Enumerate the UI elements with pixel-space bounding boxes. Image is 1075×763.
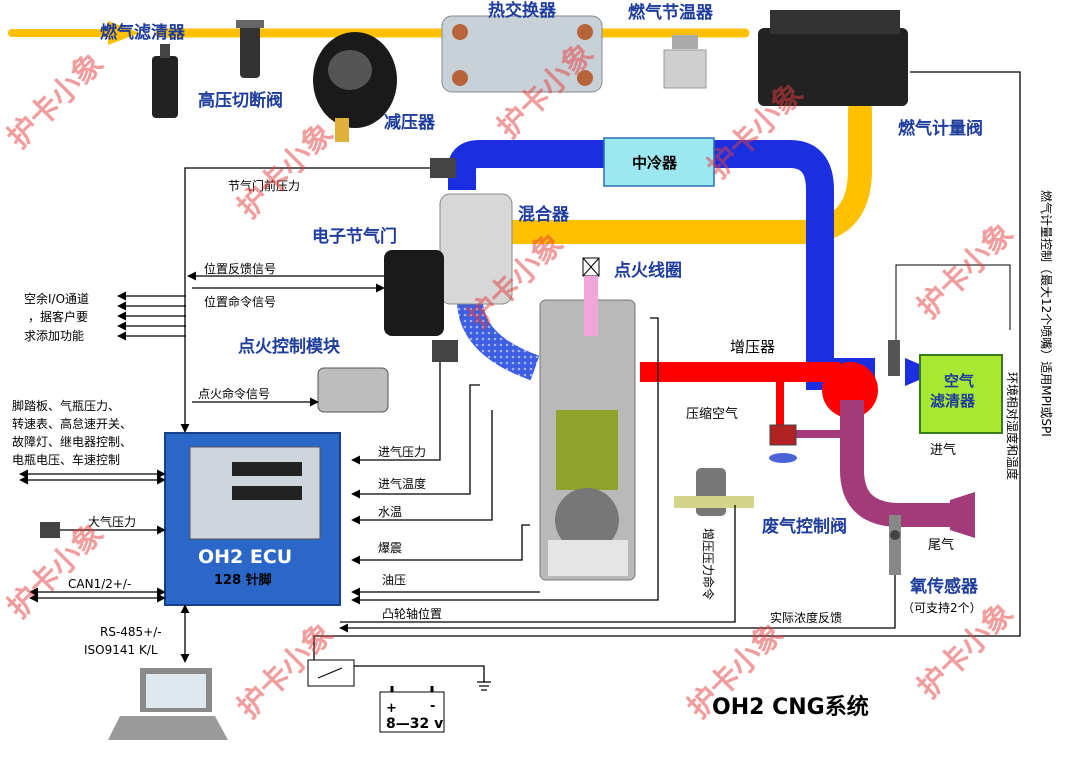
- label-fuel-filter: 燃气滤清器: [100, 22, 186, 43]
- footer-title: OH2 CNG系统: [712, 694, 869, 720]
- atm-pressure-sensor-icon: [40, 522, 60, 538]
- sig-iso9141: ISO9141 K/L: [84, 643, 158, 657]
- label-ecu-pins: 128 针脚: [214, 572, 272, 588]
- hp-cutoff-valve-icon: [236, 20, 264, 78]
- heat-exchanger-icon: [441, 15, 603, 93]
- label-air-filter-2: 滤清器: [930, 392, 976, 410]
- sig-inputs-4: 电瓶电压、车速控制: [12, 452, 120, 467]
- sig-pos-feedback: 位置反馈信号: [204, 261, 276, 276]
- sig-throttle-pre-pressure: 节气门前压力: [228, 178, 300, 193]
- sig-spare-io-1: 空余I/O通道: [24, 291, 89, 306]
- ignition-coil-icon: [582, 257, 600, 336]
- exhaust-outlet: [950, 492, 975, 538]
- sig-intake-temp: 进气温度: [378, 476, 426, 491]
- sig-boost-cmd: 增压压力命令: [701, 528, 716, 600]
- ignition-module-icon: [317, 367, 389, 413]
- watermark-text: 护卡小象: [231, 116, 341, 226]
- sig-can: CAN1/2+/-: [68, 577, 131, 591]
- sig-water-temp: 水温: [378, 505, 402, 519]
- label-pressure-reducer: 减压器: [384, 112, 436, 133]
- label-hp-cutoff: 高压切断阀: [198, 90, 283, 111]
- sig-fuel-meter-ctrl: 燃气计量控制（最大12个喷嘴）适用MPI或SPI: [1039, 190, 1054, 437]
- label-battery-voltage: 8—32 v: [386, 716, 443, 732]
- label-intercooler: 中冷器: [632, 154, 678, 172]
- intake-duct-dotted: [457, 299, 540, 381]
- label-battery-minus: -: [430, 699, 435, 714]
- label-wastegate: 废气控制阀: [762, 516, 847, 537]
- sig-cam-position: 凸轮轴位置: [382, 606, 442, 621]
- label-ignition-module: 点火控制模块: [238, 336, 341, 357]
- engine-cutaway-icon: [539, 299, 636, 581]
- pressure-sensor-icon: [430, 158, 458, 362]
- fuel-thermostat-icon: [663, 35, 707, 89]
- watermark-text: 护卡小象: [1, 46, 111, 156]
- fuel-inlet-arrow: [108, 21, 140, 45]
- o2-sensor-icon: [889, 515, 901, 575]
- exhaust-pipe: [840, 400, 968, 527]
- sig-pos-command: 位置命令信号: [204, 294, 276, 309]
- sig-atm-pressure: 大气压力: [88, 514, 136, 529]
- pressure-reducer-icon: [313, 32, 397, 142]
- relay-switch-icon: [307, 659, 355, 687]
- air-filter-box: [919, 354, 1003, 434]
- label-e-throttle: 电子节气门: [312, 226, 397, 247]
- label-intake: 进气: [930, 442, 956, 458]
- sig-ignition-cmd: 点火命令信号: [198, 386, 270, 401]
- label-o2-sensor: 氧传感器: [909, 576, 979, 597]
- laptop-icon: [108, 668, 228, 740]
- label-battery-plus: +: [386, 701, 397, 716]
- label-fuel-thermostat: 燃气节温器: [628, 2, 714, 23]
- label-heat-exchanger: 热交换器: [488, 0, 557, 21]
- label-ignition-coil: 点火线圈: [614, 260, 682, 281]
- throttle-body-icon: [384, 193, 513, 336]
- sig-inputs-3: 故障灯、继电器控制、: [12, 434, 132, 449]
- watermark-text: 护卡小象: [911, 216, 1021, 326]
- fuel-filter-icon: [152, 44, 178, 118]
- label-exhaust: 尾气: [928, 537, 954, 553]
- sig-inputs-2: 转速表、高怠速开关、: [12, 416, 132, 431]
- sig-actual-conc-feedback: 实际浓度反馈: [770, 610, 842, 625]
- boost-control-solenoid-icon: [674, 468, 754, 516]
- sig-rs485: RS-485+/-: [100, 625, 162, 639]
- wastegate-valve-icon: [769, 424, 797, 463]
- label-air-filter-1: 空气: [944, 372, 974, 390]
- label-o2-note: （可支持2个）: [902, 600, 982, 615]
- sig-env-humidity: 环境相对湿度和温度: [1005, 372, 1020, 480]
- battery-icon: [379, 686, 445, 733]
- sig-knock: 爆震: [378, 541, 402, 555]
- intercooler-box: [603, 137, 715, 187]
- label-ecu-name: OH2 ECU: [198, 546, 292, 568]
- sig-spare-io-2: ，据客户要: [28, 309, 88, 324]
- watermark-text: 护卡小象: [701, 76, 811, 186]
- label-fuel-metering-valve: 燃气计量阀: [898, 118, 983, 139]
- humidity-sensor-icon: [888, 264, 1011, 376]
- label-mixer: 混合器: [518, 204, 570, 225]
- sig-intake-pressure: 进气压力: [378, 444, 426, 459]
- sig-inputs-1: 脚踏板、气瓶压力、: [12, 398, 120, 413]
- sig-oil-pressure: 油压: [382, 573, 406, 587]
- label-compressed-air: 压缩空气: [686, 406, 738, 422]
- fuel-metering-valve-icon: [758, 10, 908, 106]
- signal-wiring: [19, 71, 1021, 691]
- ecu-box: [164, 432, 341, 606]
- label-turbo: 增压器: [730, 338, 775, 356]
- sig-spare-io-3: 求添加功能: [24, 329, 84, 343]
